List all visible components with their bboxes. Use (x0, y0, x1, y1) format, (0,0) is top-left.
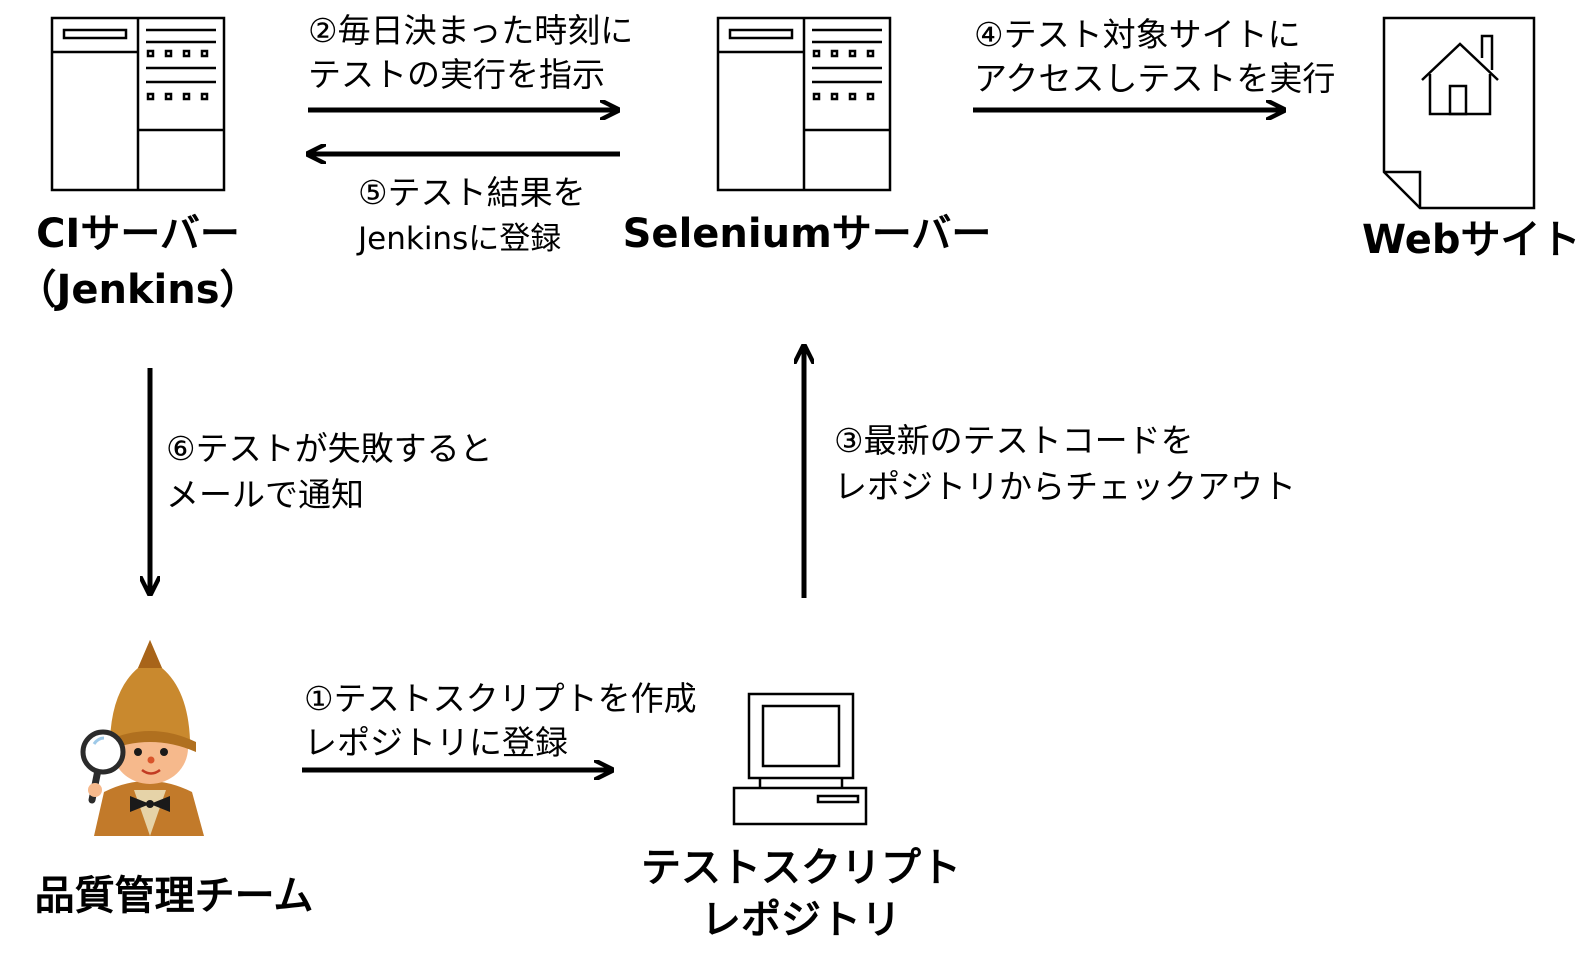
step3-label-line1: ③最新のテストコードを (834, 421, 1194, 460)
step2-label-line1: ②毎日決まった時刻に (308, 11, 634, 50)
step3-label-line2: レポジトリからチェックアウト (834, 467, 1296, 506)
website-document-icon (1382, 16, 1536, 210)
step1-label-line1: ①テストスクリプトを作成 (304, 679, 697, 718)
step1-label-line2: レポジトリに登録 (304, 723, 568, 762)
repository-title-line2: レポジトリ (701, 897, 901, 943)
step6-label-line1: ⑥テストが失敗すると (166, 429, 493, 468)
step4-label-line1: ④テスト対象サイトに (974, 15, 1301, 54)
selenium-server-icon (716, 16, 892, 192)
ci-server-title: CIサーバー (36, 211, 240, 257)
ci-server-subtitle: （Jenkins） (16, 267, 260, 313)
computer-icon (732, 692, 868, 826)
step6-label-line2: メールで通知 (166, 475, 364, 514)
qa-team-title: 品質管理チーム (34, 873, 314, 919)
ci-server-icon (50, 16, 226, 192)
selenium-server-title: Seleniumサーバー (622, 211, 992, 257)
step5-label-line2: Jenkinsに登録 (358, 221, 562, 257)
step2-label-line2: テストの実行を指示 (308, 55, 605, 94)
step5-label-line1: ⑤テスト結果を (358, 173, 586, 212)
home-icon (1421, 34, 1499, 116)
step4-label-line2: アクセスしテストを実行 (974, 59, 1336, 98)
inspector-character-icon (80, 640, 204, 836)
repository-title-line1: テストスクリプト (641, 845, 961, 891)
website-title: Webサイト (1362, 217, 1581, 263)
